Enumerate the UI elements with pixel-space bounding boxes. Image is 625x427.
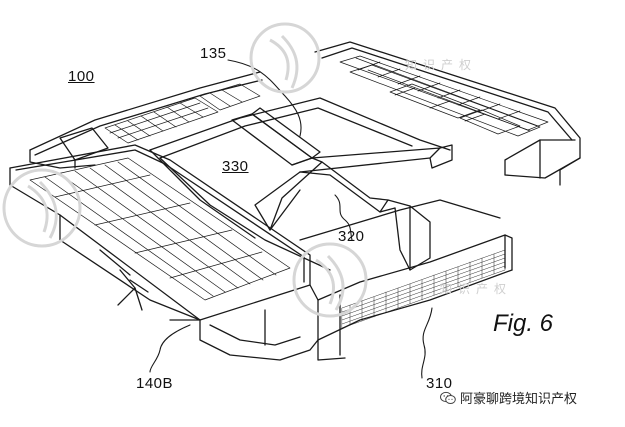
leader-140b <box>149 324 191 373</box>
back-left-platform <box>29 71 263 169</box>
front-right-box <box>317 234 513 361</box>
cross-divider <box>231 107 453 271</box>
leader-310 <box>421 307 433 379</box>
ref-140b: 140B <box>136 375 174 392</box>
back-left-grille <box>104 83 261 144</box>
back-right-grille <box>339 55 549 137</box>
watermark-text-top: 知识产权 <box>405 58 478 72</box>
leader-320 <box>334 194 353 241</box>
ref-330: 330 <box>222 158 249 175</box>
figure-caption: Fig. 6 <box>493 310 554 337</box>
ref-135: 135 <box>200 45 227 62</box>
ref-320: 320 <box>338 228 365 245</box>
ref-100: 100 <box>68 68 95 85</box>
watermark-logos <box>2 22 368 318</box>
front-left-grille <box>29 157 291 301</box>
leader-lines <box>149 59 433 379</box>
back-right-platform <box>314 41 581 186</box>
wechat-icon <box>440 391 456 404</box>
source-badge: 阿豪聊跨境知识产权 <box>440 388 577 407</box>
source-badge-text: 阿豪聊跨境知识产权 <box>460 392 578 407</box>
front-left-legs <box>59 214 201 321</box>
central-basin <box>149 97 501 271</box>
watermark-text-bottom: 知识产权 <box>440 282 513 296</box>
watermark-logo-left <box>2 168 82 248</box>
watermark-logo-top <box>249 22 321 94</box>
watermark-logo-mid <box>292 242 368 318</box>
front-left-platform <box>9 144 319 361</box>
ref-310: 310 <box>426 375 453 392</box>
